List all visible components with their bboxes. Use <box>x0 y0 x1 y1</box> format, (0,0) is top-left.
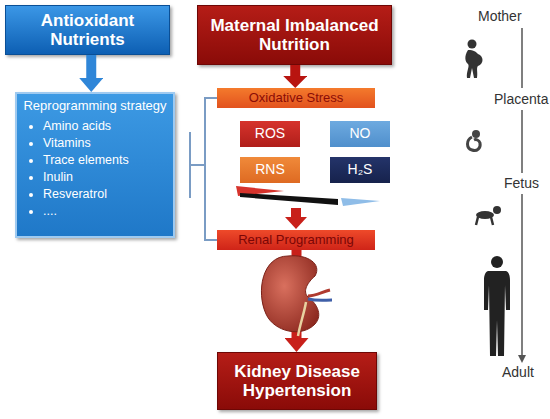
balance-beam <box>240 193 338 205</box>
arrow-connector <box>86 55 96 78</box>
mother-icon <box>468 40 477 49</box>
fetus-icon <box>472 130 480 138</box>
adult-icon <box>491 256 503 268</box>
bracket-connector <box>205 98 217 240</box>
baby-icon <box>491 217 493 225</box>
baby-icon <box>493 206 501 214</box>
timeline-arrow <box>521 194 523 355</box>
baby-icon <box>476 217 478 225</box>
kidney-vessel <box>308 290 330 296</box>
timeline-line <box>521 110 523 173</box>
process-bar: Renal Programming <box>217 230 375 250</box>
kidney-ureter <box>298 302 306 336</box>
node-text: NO <box>350 126 371 142</box>
node-text: Reprogramming strategy <box>21 99 169 114</box>
list-item: Vitamins <box>43 135 169 152</box>
node-text: Kidney Disease Hypertension <box>222 362 372 400</box>
mother-icon <box>465 50 482 78</box>
species-box: NO <box>330 121 390 147</box>
node-text: H₂S <box>348 162 373 178</box>
kidney-illustration <box>261 256 318 332</box>
list-item: Resveratrol <box>43 186 169 203</box>
node-text: Maternal Imbalanced Nutrition <box>202 16 387 54</box>
arrow-connector <box>290 65 300 76</box>
balance-wedge <box>341 198 380 206</box>
fetus-icon <box>468 137 481 151</box>
timeline-line <box>521 28 523 88</box>
list-item: Trace elements <box>43 152 169 169</box>
stage-label: Fetus <box>504 175 539 191</box>
species-box: ROS <box>240 121 300 147</box>
node-text: Renal Programming <box>238 233 354 248</box>
process-bar: Oxidative Stress <box>217 88 375 108</box>
node-text: ROS <box>255 126 285 142</box>
node-text: RNS <box>255 162 285 178</box>
node-text: Oxidative Stress <box>249 91 344 106</box>
inhibition-line <box>190 164 205 166</box>
kidney-vessel <box>308 299 332 300</box>
list-item: Amino acids <box>43 118 169 135</box>
stage-label: Adult <box>502 364 534 380</box>
list-item: .... <box>43 203 169 220</box>
list-item: Inulin <box>43 169 169 186</box>
input-box: Antioxidant Nutrients <box>5 5 170 55</box>
strategy-box: Reprogramming strategyAmino acidsVitamin… <box>15 92 175 238</box>
outcome-box: Kidney Disease Hypertension <box>217 352 377 410</box>
species-box: H₂S <box>330 157 390 183</box>
block-arrow <box>291 208 301 217</box>
adult-icon <box>484 271 510 356</box>
species-box: RNS <box>240 157 300 183</box>
stage-label: Placenta <box>494 91 548 107</box>
stage-label: Mother <box>478 8 522 24</box>
input-box: Maternal Imbalanced Nutrition <box>197 5 392 65</box>
node-text: Antioxidant Nutrients <box>10 11 165 49</box>
